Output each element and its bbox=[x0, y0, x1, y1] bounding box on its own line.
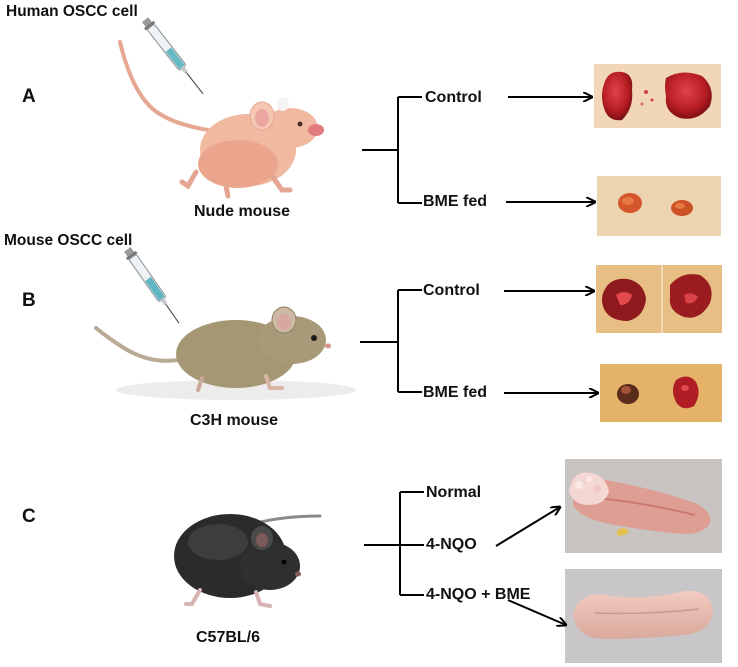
branch-b-control: Control bbox=[423, 282, 480, 299]
tongue-photo-c-4nqo-bme bbox=[565, 569, 722, 663]
panel-label-b: B bbox=[22, 290, 36, 311]
tumor-photo-b-control bbox=[596, 265, 722, 333]
tumor-photo-b-bme bbox=[600, 364, 722, 422]
nude-mouse-icon bbox=[118, 40, 324, 199]
bracket-b bbox=[360, 289, 422, 393]
arrow-c-4nqo bbox=[495, 507, 560, 547]
branch-b-bme-fed: BME fed bbox=[423, 384, 487, 401]
branch-c-normal: Normal bbox=[426, 484, 482, 501]
branch-c-4nqo: 4-NQO bbox=[426, 536, 477, 553]
c57bl6-mouse-icon bbox=[174, 514, 322, 608]
c3h-mouse-icon bbox=[94, 306, 356, 400]
arrow-c-4nqo-bme bbox=[507, 599, 566, 625]
tongue-photo-c-4nqo bbox=[565, 459, 722, 553]
branch-c-4nqo-bme: 4-NQO + BME bbox=[426, 586, 531, 603]
mouse-oscc-cell-label: Mouse OSCC cell bbox=[4, 232, 133, 249]
branch-a-bme-fed: BME fed bbox=[423, 193, 487, 210]
tumor-photo-a-bme bbox=[597, 176, 721, 236]
syringe-icon bbox=[124, 247, 180, 324]
syringe-icon bbox=[141, 17, 204, 95]
bracket-a bbox=[362, 96, 422, 204]
c3h-mouse-label: C3H mouse bbox=[190, 412, 279, 429]
panel-label-a: A bbox=[22, 86, 36, 107]
human-oscc-cell-label: Human OSCC cell bbox=[6, 3, 138, 20]
c57bl6-mouse-label: C57BL/6 bbox=[196, 629, 261, 646]
panel-label-c: C bbox=[22, 506, 36, 527]
branch-a-control: Control bbox=[425, 89, 482, 106]
tumor-photo-a-control bbox=[594, 64, 721, 128]
nude-mouse-label: Nude mouse bbox=[194, 203, 291, 220]
bracket-c bbox=[364, 491, 424, 596]
